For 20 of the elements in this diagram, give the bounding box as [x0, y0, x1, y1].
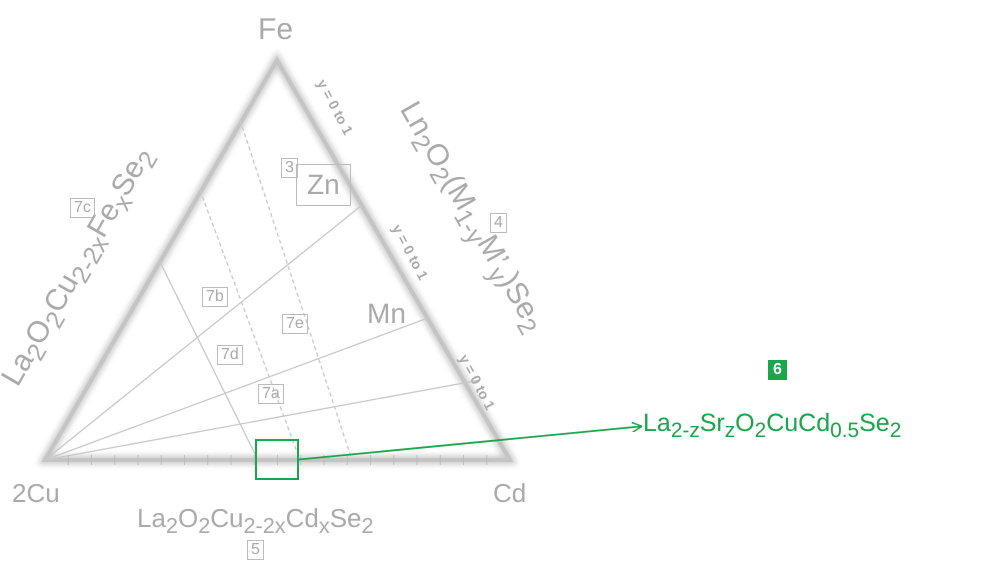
number-box: 7d	[217, 345, 243, 365]
highlight-box	[255, 439, 299, 480]
number-box: 4	[490, 213, 507, 233]
number-box: 5	[247, 540, 264, 560]
number-box: 3	[281, 158, 298, 178]
vertex-label: Fe	[258, 15, 294, 45]
vertex-label: Cd	[493, 480, 526, 506]
range-label: y = 0 to 1	[390, 222, 430, 282]
formula-label: La$_{2-z}$Sr$_{z}$O$_{2}$CuCd$_{0.5}$Se$_{2}$	[643, 411, 902, 442]
number-box: 7e	[282, 314, 308, 334]
number-box: 6	[768, 360, 787, 380]
element-label: Mn	[367, 300, 406, 328]
number-box: 7b	[202, 287, 228, 307]
range-label: y = 0 to 1	[314, 77, 356, 137]
arrow	[298, 422, 643, 460]
number-box: 7a	[258, 384, 284, 404]
range-label: y = 0 to 1	[456, 352, 498, 412]
vertex-label: 2Cu	[12, 480, 60, 506]
formula-label: La$_{2}$O$_{2}$Cu$_{2-2x}$Cd$_{x}$Se$_{2}$	[137, 505, 374, 537]
element-box: Zn	[296, 164, 351, 206]
